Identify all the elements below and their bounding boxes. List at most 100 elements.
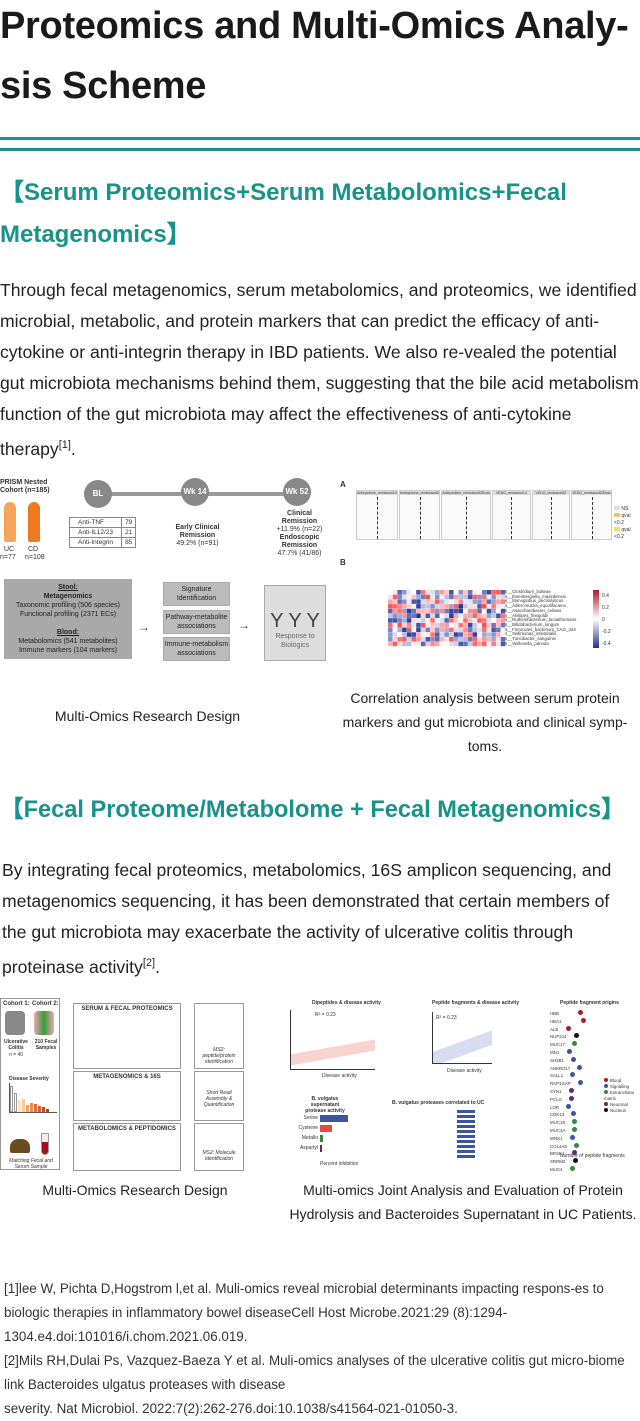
therapy-count: 85 bbox=[121, 537, 137, 548]
heatmap-cell bbox=[402, 637, 407, 642]
heatmap-cell bbox=[458, 627, 463, 633]
heatmap-cell bbox=[425, 641, 431, 647]
heatmap-cell bbox=[435, 613, 440, 618]
axis-label: Disease activity bbox=[322, 1073, 357, 1079]
heatmap-cell bbox=[477, 613, 482, 618]
heatmap-cell bbox=[477, 599, 482, 604]
scale-tick: 0.4 bbox=[602, 593, 609, 599]
heatmap-cell bbox=[411, 637, 416, 642]
heatmap-cell bbox=[439, 632, 445, 637]
heatmap-cell bbox=[477, 618, 482, 623]
heatmap-cell bbox=[435, 599, 440, 604]
heatmap-cell bbox=[435, 632, 440, 637]
person-cd-icon bbox=[28, 502, 40, 542]
timeline-wk14: Wk 14 bbox=[181, 478, 209, 506]
heatmap-cell bbox=[411, 641, 416, 647]
heatmap-cell bbox=[496, 608, 501, 614]
divider bbox=[0, 148, 640, 151]
protein-label: HBB bbox=[550, 1010, 584, 1018]
heatmap-cell bbox=[388, 637, 393, 642]
uc-count: n=77 bbox=[0, 554, 16, 561]
heatmap-cell bbox=[486, 641, 492, 647]
panel-label: A bbox=[340, 480, 346, 489]
heatmap-cell bbox=[453, 590, 459, 595]
facet-panel: VEDO_remission52Endo bbox=[571, 490, 613, 540]
heatmap-cell bbox=[420, 632, 426, 637]
heatmap-cell bbox=[453, 627, 459, 633]
output-label: Short Read Assembly & Quantification bbox=[203, 1090, 235, 1108]
heatmap-cell bbox=[416, 632, 421, 637]
heatmap-cell bbox=[430, 627, 435, 633]
heatmap-cell bbox=[388, 632, 393, 637]
heatmap-cell bbox=[392, 637, 398, 642]
heatmap-cell bbox=[430, 641, 435, 647]
heatmap-cell bbox=[491, 637, 496, 642]
data-point bbox=[572, 1126, 578, 1132]
data-point bbox=[572, 1158, 578, 1164]
heatmap-cell bbox=[486, 637, 492, 642]
heatmap-cell bbox=[430, 604, 435, 609]
heatmap-cell bbox=[406, 604, 412, 609]
citation-link[interactable]: [2] bbox=[142, 957, 156, 969]
heatmap-cell bbox=[458, 594, 463, 600]
cohort-label: PRISM Nested Cohort (n=185) bbox=[0, 479, 50, 494]
protein-label: PCLO bbox=[550, 1095, 582, 1104]
multi-omics-workflow-figure: Cohort 1: Cohort 2: Ulcerative Colitis n… bbox=[0, 996, 280, 1172]
data-point bbox=[569, 1095, 575, 1101]
heatmap-cell bbox=[444, 632, 449, 637]
heatmap-cell bbox=[486, 608, 492, 614]
heatmap-cell bbox=[453, 604, 459, 609]
bar-metallo bbox=[320, 1135, 323, 1142]
heatmap-cell bbox=[472, 599, 478, 604]
heatmap-cell bbox=[444, 604, 449, 609]
heatmap-cell bbox=[482, 599, 487, 604]
panel-title: METAGENOMICS & 16S bbox=[93, 1074, 161, 1080]
stool-icon bbox=[10, 1139, 30, 1153]
heatmap-cell bbox=[496, 594, 501, 600]
heatmap-cell bbox=[416, 594, 421, 600]
heatmap-cell bbox=[486, 594, 492, 600]
heatmap-cell bbox=[420, 637, 426, 642]
heatmap-cell bbox=[500, 608, 506, 614]
heatmap-cell bbox=[496, 641, 501, 647]
heatmap-cell bbox=[411, 599, 416, 604]
heatmap-cell bbox=[420, 604, 426, 609]
heatmap-cell bbox=[453, 594, 459, 600]
antibody-icon: Y Y Y bbox=[270, 610, 320, 632]
heatmap-cell bbox=[439, 594, 445, 600]
legend-item: Neuronal bbox=[604, 1102, 640, 1108]
r2-label: R² = 0.23 bbox=[315, 1012, 336, 1018]
heatmap-cell bbox=[420, 618, 426, 623]
heatmap-cell bbox=[477, 627, 482, 633]
heatmap-cell bbox=[500, 627, 506, 633]
heatmap-cell bbox=[453, 622, 459, 628]
heatmap-cell bbox=[397, 632, 402, 637]
heatmap-cell bbox=[467, 627, 473, 633]
heatmap-cell bbox=[406, 590, 412, 595]
heatmap-cell bbox=[463, 613, 468, 618]
heatmap-cell bbox=[435, 622, 440, 628]
heatmap-cell bbox=[425, 594, 431, 600]
heatmap-cell bbox=[388, 599, 393, 604]
heatmap-cell bbox=[444, 599, 449, 604]
matching-label: Matching Fecal and Serum Sample bbox=[9, 1158, 53, 1170]
legend-item: Extracellular matrix bbox=[604, 1090, 635, 1101]
citation-link[interactable]: [1] bbox=[58, 439, 71, 451]
heatmap-cell bbox=[388, 622, 393, 628]
heatmap-cell bbox=[411, 590, 416, 595]
facet-panel: VEDO_remission14 bbox=[492, 490, 531, 540]
heatmap-cell bbox=[491, 599, 496, 604]
heatmap-cell bbox=[482, 622, 487, 628]
axis-label: Disease activity bbox=[447, 1068, 482, 1074]
heatmap-cell bbox=[453, 618, 459, 623]
heatmap-cell bbox=[425, 632, 431, 637]
blood-tube-icon bbox=[41, 1133, 49, 1155]
heatmap-cell bbox=[463, 627, 468, 633]
heatmap-cell bbox=[463, 608, 468, 614]
therapy-name: Anti-Integrin bbox=[68, 537, 123, 548]
heatmap-cell bbox=[472, 618, 478, 623]
section-paragraph: By integrating fecal proteomics, metabol… bbox=[2, 860, 612, 977]
heatmap-cell bbox=[449, 618, 454, 623]
heatmap-cell bbox=[397, 618, 402, 623]
